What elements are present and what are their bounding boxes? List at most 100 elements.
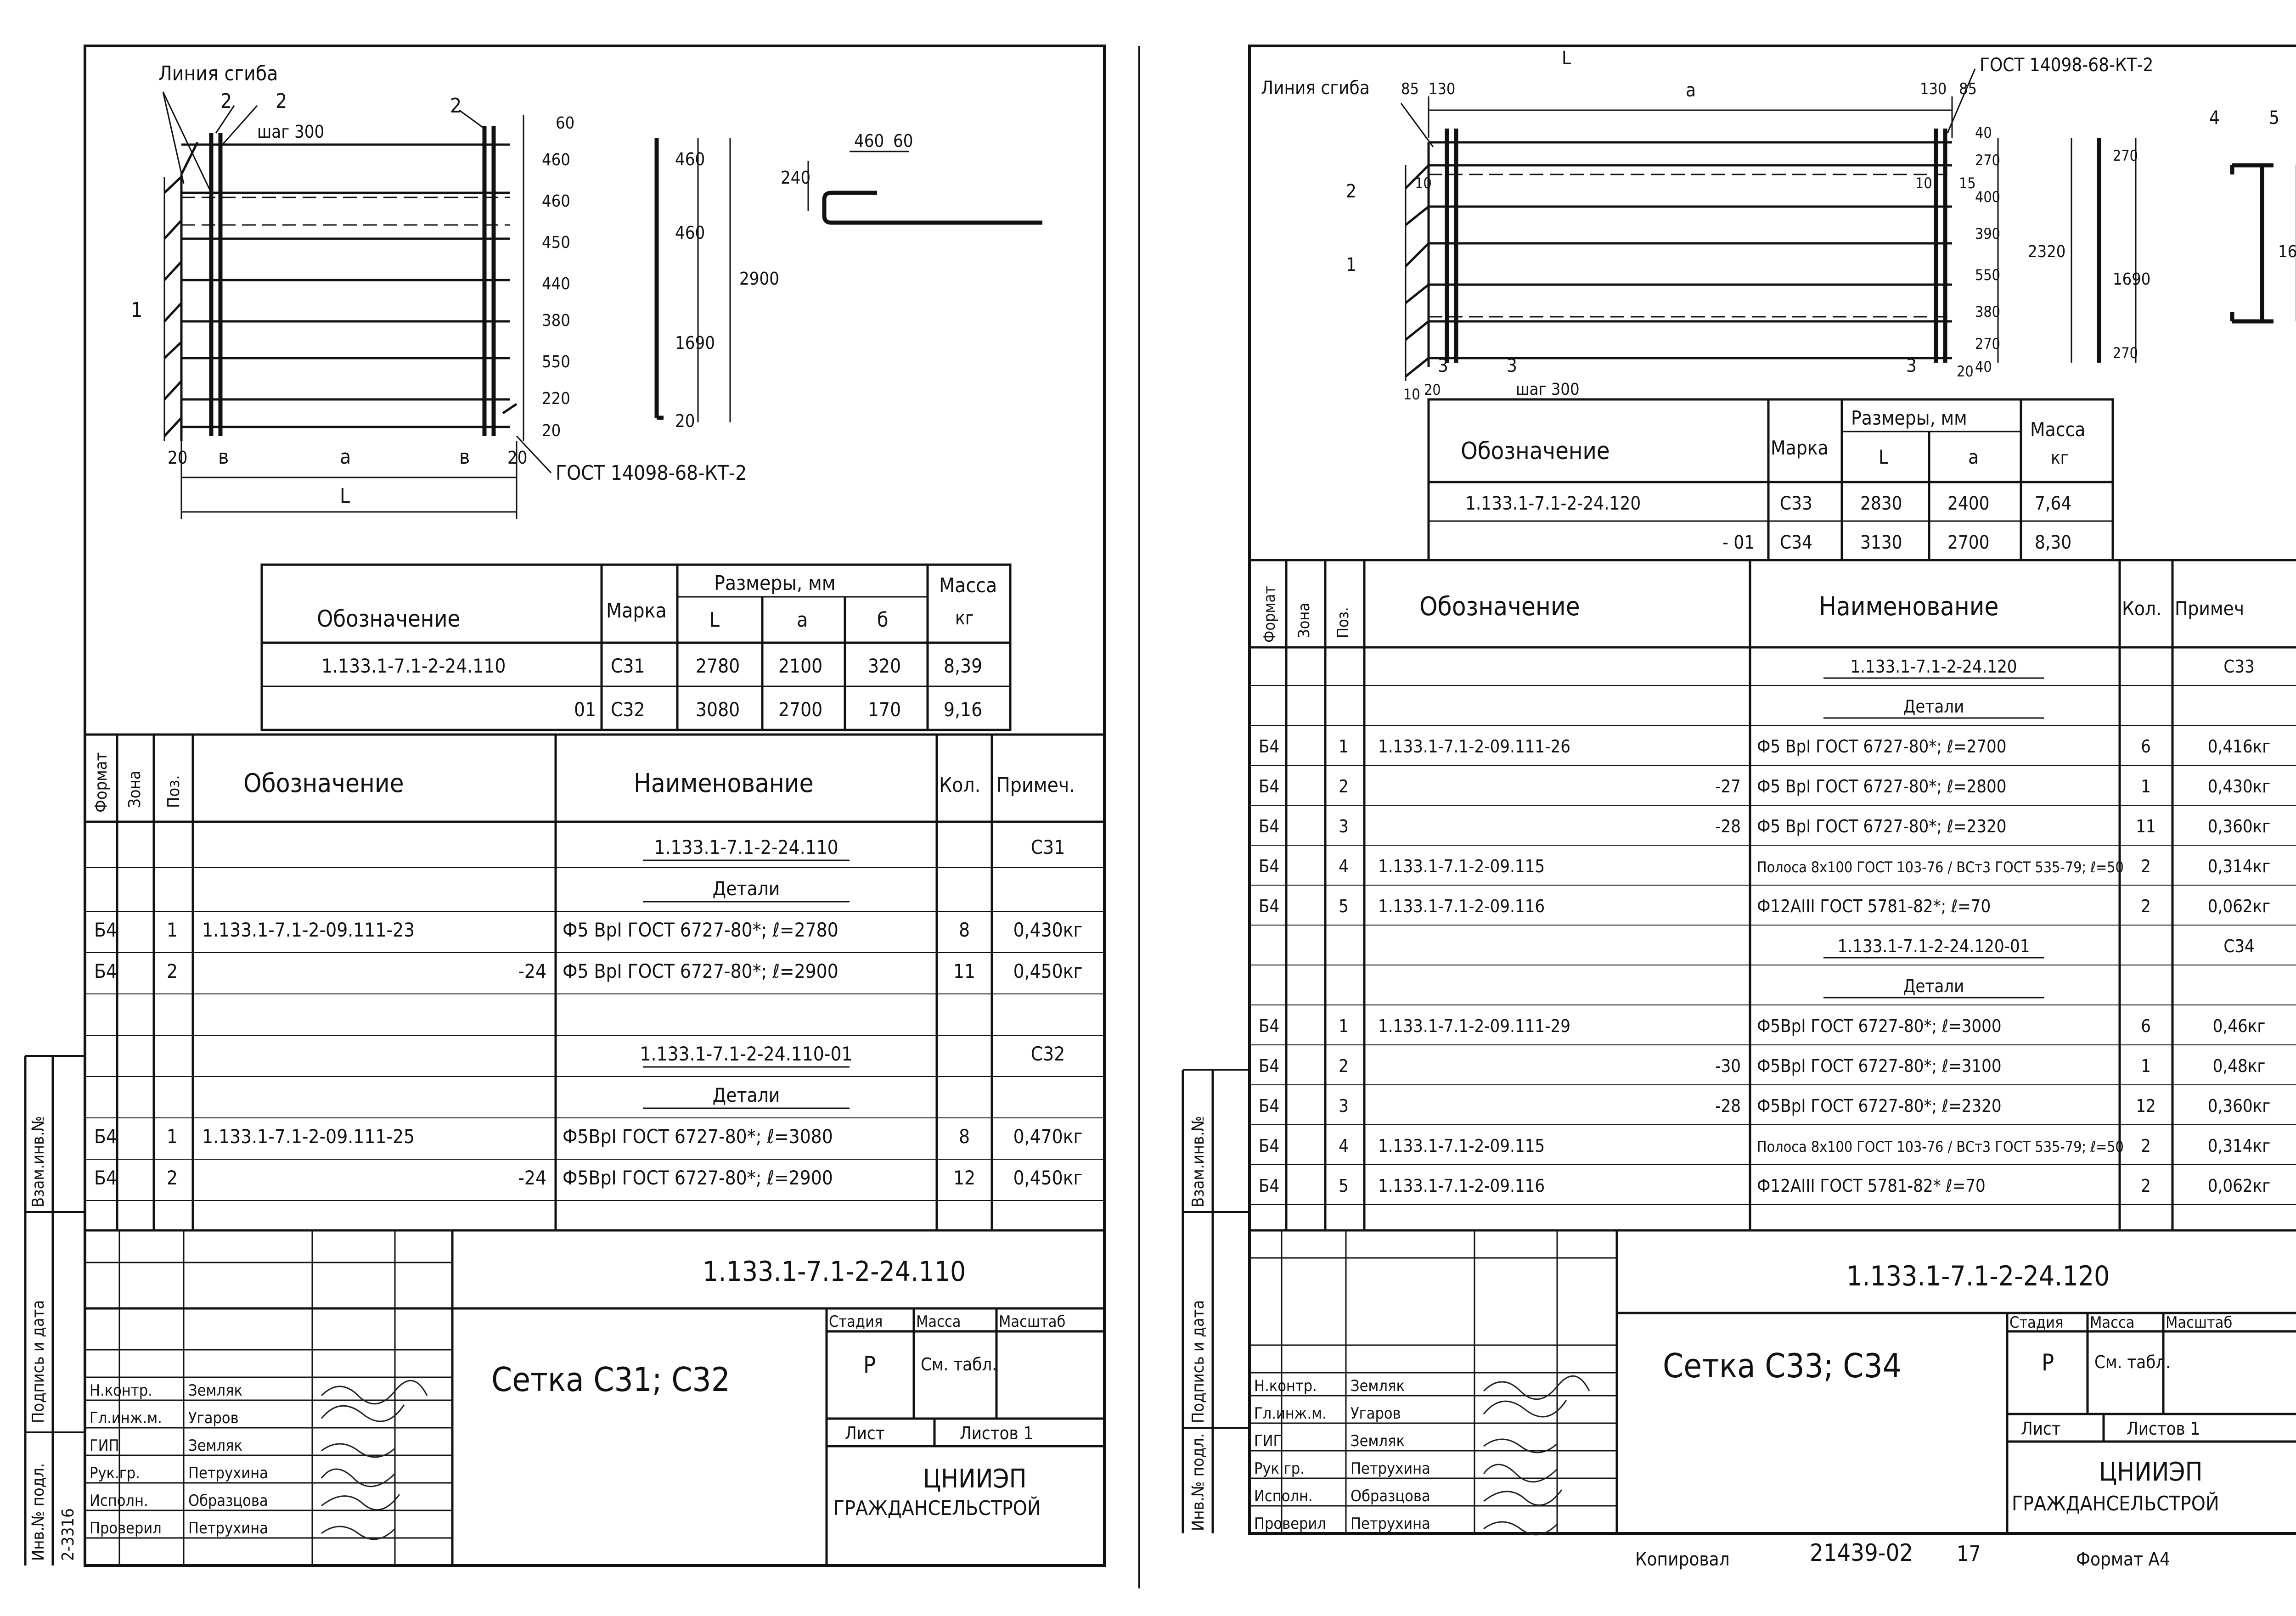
spec-cell-pos: 1 <box>167 919 178 941</box>
spec-cell-qty: 11 <box>953 960 975 982</box>
r-spec-cell-name: Детали <box>1903 696 1964 717</box>
stamp-sheets: Листов 1 <box>960 1423 1033 1443</box>
spec-cell-des: 1.133.1-7.1-2-09.111-25 <box>202 1125 415 1148</box>
r-spec-cell-fmt: Б4 <box>1259 896 1279 916</box>
r-pos2: 2 <box>1346 181 1356 202</box>
r-side-vzam: Взам.инв.№ <box>1189 1116 1208 1207</box>
spec-cell-des: 1.133.1-7.1-2-09.111-23 <box>202 919 415 941</box>
size-row1-a: 2700 <box>778 698 822 721</box>
size-h-sizes: Размеры, мм <box>714 572 836 595</box>
r-spec-cell-note: 0,360кг <box>2208 816 2270 836</box>
r-spec-cell-fmt: Б4 <box>1259 1016 1279 1036</box>
r-spec-cell-fmt: Б4 <box>1259 856 1279 876</box>
r-spec-cell-pos: 5 <box>1339 896 1349 916</box>
r-spec-cell-name: Ф12АIII ГОСТ 5781-82*; ℓ=70 <box>1757 896 1991 916</box>
r-spec-cell-qty: 2 <box>2141 1136 2151 1156</box>
r-spec-cell-name: Ф12АIII ГОСТ 5781-82* ℓ=70 <box>1757 1176 1986 1196</box>
r-size-row1-L: 3130 <box>1860 532 1902 553</box>
size-table-left <box>260 563 1012 731</box>
r-spec-h-designation: Обозначение <box>1419 592 1580 622</box>
dim-right-4: 440 <box>542 275 570 293</box>
r-size-row0-L: 2830 <box>1860 493 1902 514</box>
stamp-role: Проверил <box>90 1519 162 1537</box>
r-spec-cell-name: 1.133.1-7.1-2-24.120-01 <box>1838 936 2030 956</box>
r-spec-cell-qty: 2 <box>2141 1176 2151 1196</box>
dim-b-right: в <box>459 445 470 469</box>
r-dim-a: а <box>1686 80 1696 101</box>
r-spec-cell-des: -27 <box>1715 776 1741 797</box>
spec-cell-des: -24 <box>518 960 546 982</box>
r-spec-cell-des: -28 <box>1715 1096 1741 1116</box>
size-row1-des: 01 <box>574 698 596 721</box>
stamp-mass: См. табл. <box>921 1354 997 1375</box>
footer-format: Формат А4 <box>2076 1549 2170 1570</box>
r-spec-cell-qty: 6 <box>2141 1016 2151 1036</box>
pos-2b-label: 2 <box>276 90 287 113</box>
spec-table-left <box>85 733 1104 1232</box>
spec-cell-qty: 8 <box>959 919 970 941</box>
r-size-h-mass: Масса <box>2030 418 2085 441</box>
spec-cell-name: Детали <box>713 877 780 900</box>
stamp-stage: Р <box>863 1352 876 1378</box>
r-size-row1-des: - 01 <box>1722 532 1755 553</box>
r-spec-cell-name: Ф5ВрI ГОСТ 6727-80*; ℓ=3000 <box>1757 1016 2002 1036</box>
dim-right-3: 450 <box>542 233 570 252</box>
spec-cell-pos: 1 <box>167 1125 178 1148</box>
stamp-role: ГИП <box>90 1436 119 1455</box>
spec-h-zone: Зона <box>125 770 144 808</box>
spec-cell-name: Ф5ВрI ГОСТ 6727-80*; ℓ=2900 <box>563 1167 833 1189</box>
r-spec-cell-des: 1.133.1-7.1-2-09.115 <box>1378 1136 1545 1156</box>
size-row1-mass: 9,16 <box>944 698 982 721</box>
stamp-person-name: Угаров <box>188 1409 239 1427</box>
r-profile-1690: 1690 <box>2113 270 2150 289</box>
size-h-L: L <box>709 608 720 632</box>
spec-cell-note: 0,450кг <box>1013 1167 1083 1189</box>
spec-h-note: Примеч. <box>996 774 1075 797</box>
r-pos5: 5 <box>2269 107 2279 129</box>
spec-cell-qty: 12 <box>953 1167 975 1189</box>
r-spec-cell-des: 1.133.1-7.1-2-09.111-26 <box>1378 736 1570 757</box>
sheet-right: Линия сгиба 85 130 L а 130 85 ГОСТ 14098… <box>1158 0 2296 1616</box>
r-d10a: 10 <box>1415 174 1432 192</box>
stamp-person-name: Земляк <box>188 1381 242 1400</box>
spec-cell-name: 1.133.1-7.1-2-24.110-01 <box>640 1043 852 1065</box>
r-spec-cell-pos: 4 <box>1339 856 1349 876</box>
pos-2-label: 2 <box>220 90 232 113</box>
spec-cell-name: Ф5ВрI ГОСТ 6727-80*; ℓ=3080 <box>563 1125 833 1148</box>
dim-20-left: 20 <box>168 448 188 468</box>
r-size-row1-mark: С34 <box>1780 532 1812 553</box>
stamp-role: Н.контр. <box>1254 1377 1317 1395</box>
spec-cell-fmt: Б4 <box>94 919 117 941</box>
size-h-a: а <box>797 608 808 632</box>
r-spec-cell-note: 0,314кг <box>2208 856 2270 876</box>
r-stamp-title: Сетка С33; С34 <box>1663 1347 1902 1385</box>
r-spec-cell-qty: 2 <box>2141 896 2151 916</box>
r-spec-cell-pos: 5 <box>1339 1176 1349 1196</box>
size-row0-des: 1.133.1-7.1-2-24.110 <box>321 655 506 677</box>
r-stamp-org1: ЦНИИЭП <box>2099 1457 2202 1487</box>
spec-cell-pos: 2 <box>167 1167 178 1189</box>
r-stamp-h-scale: Масштаб <box>2166 1313 2232 1332</box>
footer-page: 17 <box>1957 1541 1981 1566</box>
r-size-h-sizes: Размеры, мм <box>1851 407 1967 429</box>
r-spec-cell-fmt: Б4 <box>1259 816 1279 836</box>
r-d85b: 85 <box>1959 80 1977 98</box>
pos-1-label: 1 <box>131 298 142 322</box>
spec-cell-des: -24 <box>518 1167 546 1189</box>
r-spec-cell-note: 0,416кг <box>2208 736 2270 757</box>
r-d20b: 20 <box>1957 363 1974 380</box>
r-spec-cell-des: 1.133.1-7.1-2-09.116 <box>1378 1176 1545 1196</box>
r-pos3a: 3 <box>1438 355 1448 376</box>
stamp-role: ГИП <box>1254 1432 1284 1450</box>
r-spec-cell-note: 0,062кг <box>2208 896 2270 916</box>
r-profile-2320: 2320 <box>2028 242 2065 261</box>
spec-right-lines <box>1249 685 2296 1205</box>
hook-dim-60: 60 <box>893 131 913 151</box>
r-spec-cell-note: 0,48кг <box>2213 1056 2266 1076</box>
pitch-label: шаг 300 <box>257 122 324 142</box>
stamp-h-mass: Масса <box>916 1313 961 1331</box>
